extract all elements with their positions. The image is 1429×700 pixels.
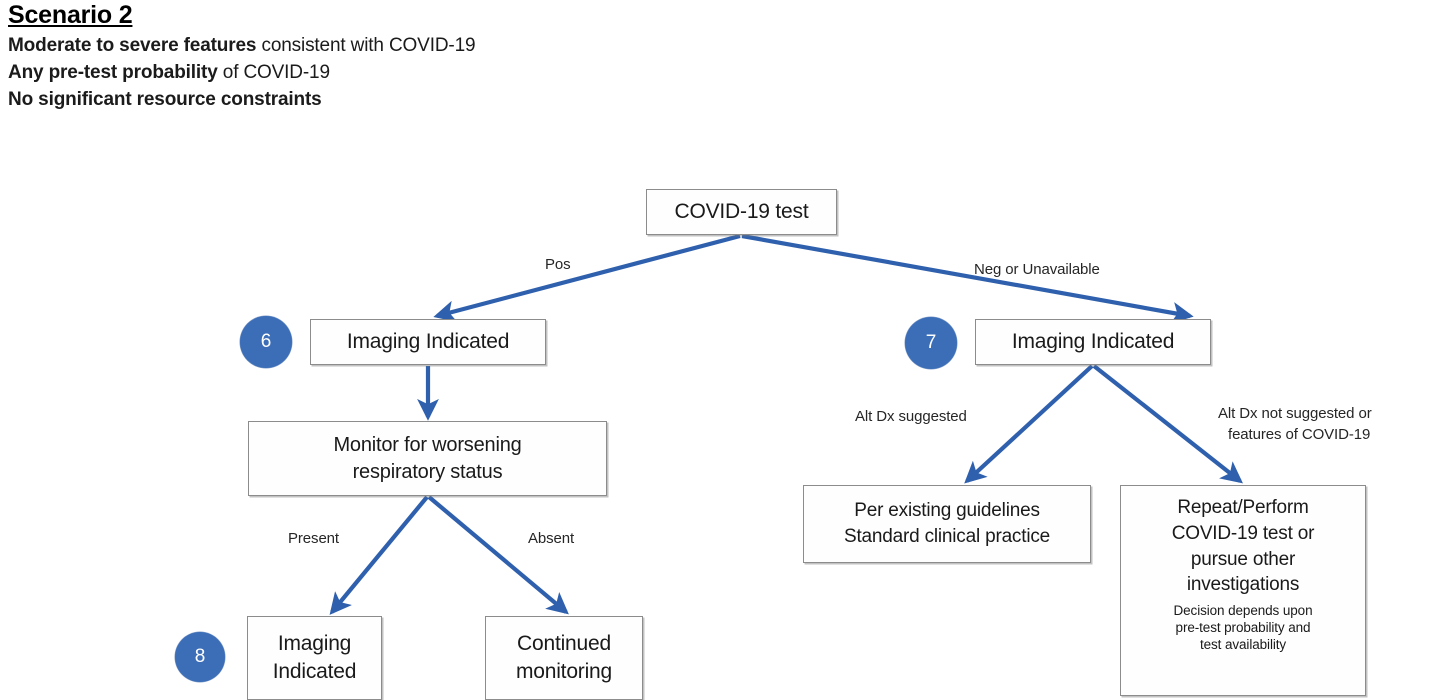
header-line-2: Any pre-test probability of COVID-19 [8,59,908,86]
node-repeat-perform-fine-3: test availability [1199,637,1287,653]
node-monitor-respiratory[interactable]: Monitor for worsening respiratory status [248,421,607,496]
header-line-3-bold: No significant resource constraints [8,89,322,111]
node-repeat-perform-line-3: pursue other [1190,548,1296,570]
edge-monitor-to-imaging [329,495,429,615]
edge-monitor-to-continued [427,495,569,615]
edge-label-alt-dx-suggested: Alt Dx suggested [855,408,967,425]
node-imaging-indicated-leaf-line-1: Imaging [277,631,352,655]
badge-6: 6 [240,316,292,368]
node-repeat-perform-line-4: investigations [1186,574,1300,596]
badge-7-label: 7 [925,332,937,353]
node-monitor-line-2: respiratory status [352,460,503,483]
node-repeat-perform-line-2: COVID-19 test or [1171,522,1315,544]
node-imaging-indicated-leaf[interactable]: Imaging Indicated [247,616,382,700]
node-existing-guidelines-line-2: Standard clinical practice [843,526,1051,547]
header-line-1: Moderate to severe features consistent w… [8,32,908,59]
edge-root-to-pos [433,233,741,322]
edge-root-to-neg [741,233,1194,324]
node-imaging-indicated-pos[interactable]: Imaging Indicated [310,319,546,365]
node-covid19-test[interactable]: COVID-19 test [646,189,837,235]
node-covid19-test-label: COVID-19 test [674,200,809,223]
node-continued-monitoring-line-1: Continued [517,631,611,655]
node-imaging-indicated-leaf-line-2: Indicated [272,660,357,683]
edge-neg-to-guidelines [964,364,1094,484]
node-imaging-indicated-neg[interactable]: Imaging Indicated [975,319,1211,365]
node-continued-monitoring[interactable]: Continued monitoring [485,616,643,700]
badge-8: 8 [175,632,225,682]
badge-6-label: 6 [260,331,272,352]
node-repeat-perform-line-1: Repeat/Perform [1177,497,1309,518]
badge-7: 7 [905,317,957,369]
header-line-2-rest: of COVID-19 [217,62,330,84]
node-existing-guidelines[interactable]: Per existing guidelines Standard clinica… [803,485,1091,563]
edge-label-alt-dx-not-suggested-2: features of COVID-19 [1228,426,1371,443]
edge-label-neg-or-unavailable: Neg or Unavailable [974,261,1100,278]
header-line-3: No significant resource constraints [8,86,908,113]
header-line-2-bold: Any pre-test probability [8,62,218,84]
node-imaging-indicated-neg-label: Imaging Indicated [1011,330,1175,353]
node-continued-monitoring-line-2: monitoring [515,660,613,683]
edge-label-alt-dx-not-suggested-1: Alt Dx not suggested or [1218,405,1372,422]
scenario-header: Scenario 2 Moderate to severe features c… [8,2,908,113]
edge-label-present: Present [288,530,339,547]
node-monitor-line-1: Monitor for worsening [333,434,522,457]
node-imaging-indicated-pos-label: Imaging Indicated [346,330,510,353]
page-title: Scenario 2 [8,1,133,29]
node-repeat-perform-test[interactable]: Repeat/Perform COVID-19 test or pursue o… [1120,485,1366,696]
badge-8-label: 8 [194,646,206,667]
edge-label-pos: Pos [545,256,571,273]
edge-label-absent: Absent [528,530,575,547]
node-repeat-perform-fine-1: Decision depends upon [1173,603,1313,619]
node-existing-guidelines-line-1: Per existing guidelines [854,500,1040,522]
edge-neg-to-repeat [1092,364,1243,484]
header-line-1-rest: consistent with COVID-19 [256,35,476,56]
node-repeat-perform-fine-2: pre-test probability and [1175,620,1311,636]
header-line-1-bold: Moderate to severe features [8,35,257,56]
